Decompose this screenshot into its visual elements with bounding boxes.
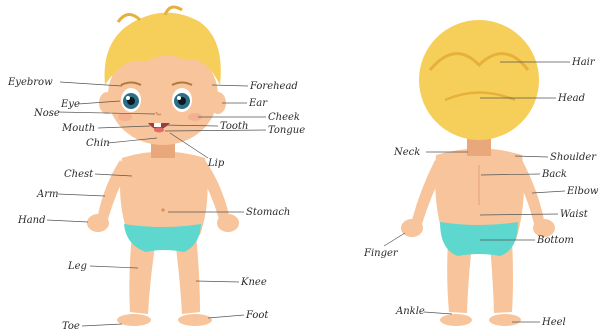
lead-knee [196,281,239,282]
back-right-foot [489,314,521,326]
front-tongue [154,128,164,133]
lead-toe [82,324,122,326]
front-left-hand [87,214,109,232]
lead-finger [384,233,405,246]
lead-arm [58,194,105,196]
front-eye-shine-right [177,96,181,100]
front-eye-shine-left [126,96,130,100]
label-eyebrow: Eyebrow [7,77,53,88]
label-neck: Neck [393,147,420,158]
lead-foot [208,315,244,318]
label-hair: Hair [571,57,596,68]
label-hand: Hand [17,215,46,226]
label-stomach: Stomach [246,207,290,218]
label-toe: Toe [62,321,80,332]
back-left-hand [401,219,423,237]
label-heel: Heel [541,317,566,328]
back-underwear [440,222,518,256]
label-nose: Nose [33,108,60,119]
label-ankle: Ankle [395,306,425,317]
front-left-foot [117,314,151,326]
label-lip: Lip [207,158,225,169]
label-finger: Finger [363,248,399,259]
label-waist: Waist [560,209,589,220]
lead-elbow [532,191,565,193]
lead-forehead [212,85,248,86]
label-arm: Arm [36,189,58,200]
label-bottom: Bottom [536,235,574,246]
label-knee: Knee [240,277,267,288]
label-mouth: Mouth [61,123,95,134]
front-torso [120,152,208,236]
lead-hand [47,220,88,222]
label-tooth: Tooth [220,121,248,132]
label-shoulder: Shoulder [550,152,597,163]
label-chin: Chin [86,138,110,149]
label-tongue: Tongue [268,125,305,136]
back-left-foot [440,314,472,326]
label-cheek: Cheek [268,112,300,123]
label-foot: Foot [245,310,269,321]
back-view-boy [401,20,555,326]
label-leg: Leg [67,261,87,272]
label-ear: Ear [248,98,268,109]
lead-ankle [424,312,452,314]
front-right-hand [217,214,239,232]
back-head-hair [419,20,539,140]
front-right-foot [178,314,212,326]
label-forehead: Forehead [249,81,298,92]
front-tooth [154,123,161,127]
front-navel [161,208,164,211]
front-cheek-left [118,113,132,121]
label-head: Head [557,93,585,104]
label-elbow: Elbow [566,186,599,197]
label-chest: Chest [64,169,94,180]
label-back: Back [541,169,567,180]
label-eye: Eye [60,99,80,110]
